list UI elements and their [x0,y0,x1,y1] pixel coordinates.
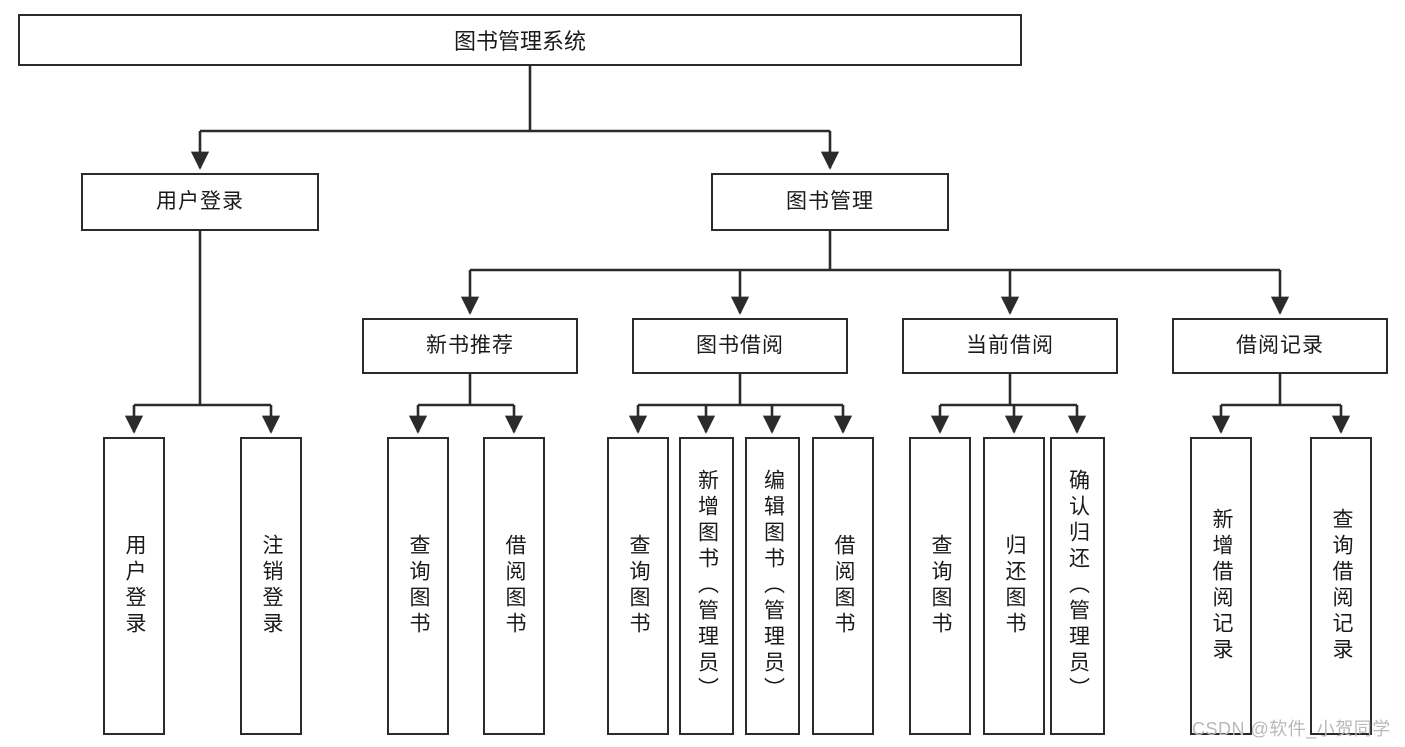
node-leaf-query-book-c[interactable]: 查询图书 [909,437,971,735]
node-leaf-borrow-book-b[interactable]: 借阅图书 [812,437,874,735]
node-leaf-user-login[interactable]: 用户登录 [103,437,165,735]
node-leaf-edit-book-admin[interactable]: 编辑图书（管理员） [745,437,800,735]
node-leaf-edit-book-admin-label: 编辑图书（管理员） [761,469,785,703]
node-leaf-query-book-b[interactable]: 查询图书 [607,437,669,735]
node-leaf-logout-login[interactable]: 注销登录 [240,437,302,735]
node-leaf-return-book[interactable]: 归还图书 [983,437,1045,735]
node-leaf-logout-login-label: 注销登录 [260,534,284,638]
node-user-login-label: 用户登录 [156,190,244,214]
node-root[interactable]: 图书管理系统 [18,14,1022,66]
node-leaf-confirm-return-admin-label: 确认归还（管理员） [1066,469,1090,703]
node-leaf-add-book-admin[interactable]: 新增图书（管理员） [679,437,734,735]
node-leaf-query-book-b-label: 查询图书 [627,534,651,638]
node-current-borrow-label: 当前借阅 [966,334,1054,358]
node-book-borrow-label: 图书借阅 [696,334,784,358]
node-leaf-borrow-book-b-label: 借阅图书 [832,534,856,638]
node-leaf-borrow-book-a[interactable]: 借阅图书 [483,437,545,735]
node-leaf-add-borrow-record-label: 新增借阅记录 [1210,508,1234,664]
node-leaf-return-book-label: 归还图书 [1003,534,1027,638]
node-leaf-confirm-return-admin[interactable]: 确认归还（管理员） [1050,437,1105,735]
node-book-management[interactable]: 图书管理 [711,173,949,231]
node-new-book-recommend[interactable]: 新书推荐 [362,318,578,374]
watermark-text: CSDN @软件_小贺同学 [1192,719,1391,739]
node-leaf-add-book-admin-label: 新增图书（管理员） [695,469,719,703]
node-new-book-recommend-label: 新书推荐 [426,334,514,358]
node-leaf-query-borrow-record-label: 查询借阅记录 [1330,508,1354,664]
node-leaf-user-login-label: 用户登录 [123,534,147,638]
node-leaf-query-book-a-label: 查询图书 [407,534,431,638]
node-leaf-borrow-book-a-label: 借阅图书 [503,534,527,638]
node-root-label: 图书管理系统 [453,29,586,54]
node-leaf-add-borrow-record[interactable]: 新增借阅记录 [1190,437,1252,735]
node-leaf-query-book-c-label: 查询图书 [929,534,953,638]
node-leaf-query-borrow-record[interactable]: 查询借阅记录 [1310,437,1372,735]
node-book-management-label: 图书管理 [786,190,874,214]
node-borrow-record-label: 借阅记录 [1236,334,1324,358]
node-book-borrow[interactable]: 图书借阅 [632,318,848,374]
node-leaf-query-book-a[interactable]: 查询图书 [387,437,449,735]
node-borrow-record[interactable]: 借阅记录 [1172,318,1388,374]
node-current-borrow[interactable]: 当前借阅 [902,318,1118,374]
node-user-login[interactable]: 用户登录 [81,173,319,231]
